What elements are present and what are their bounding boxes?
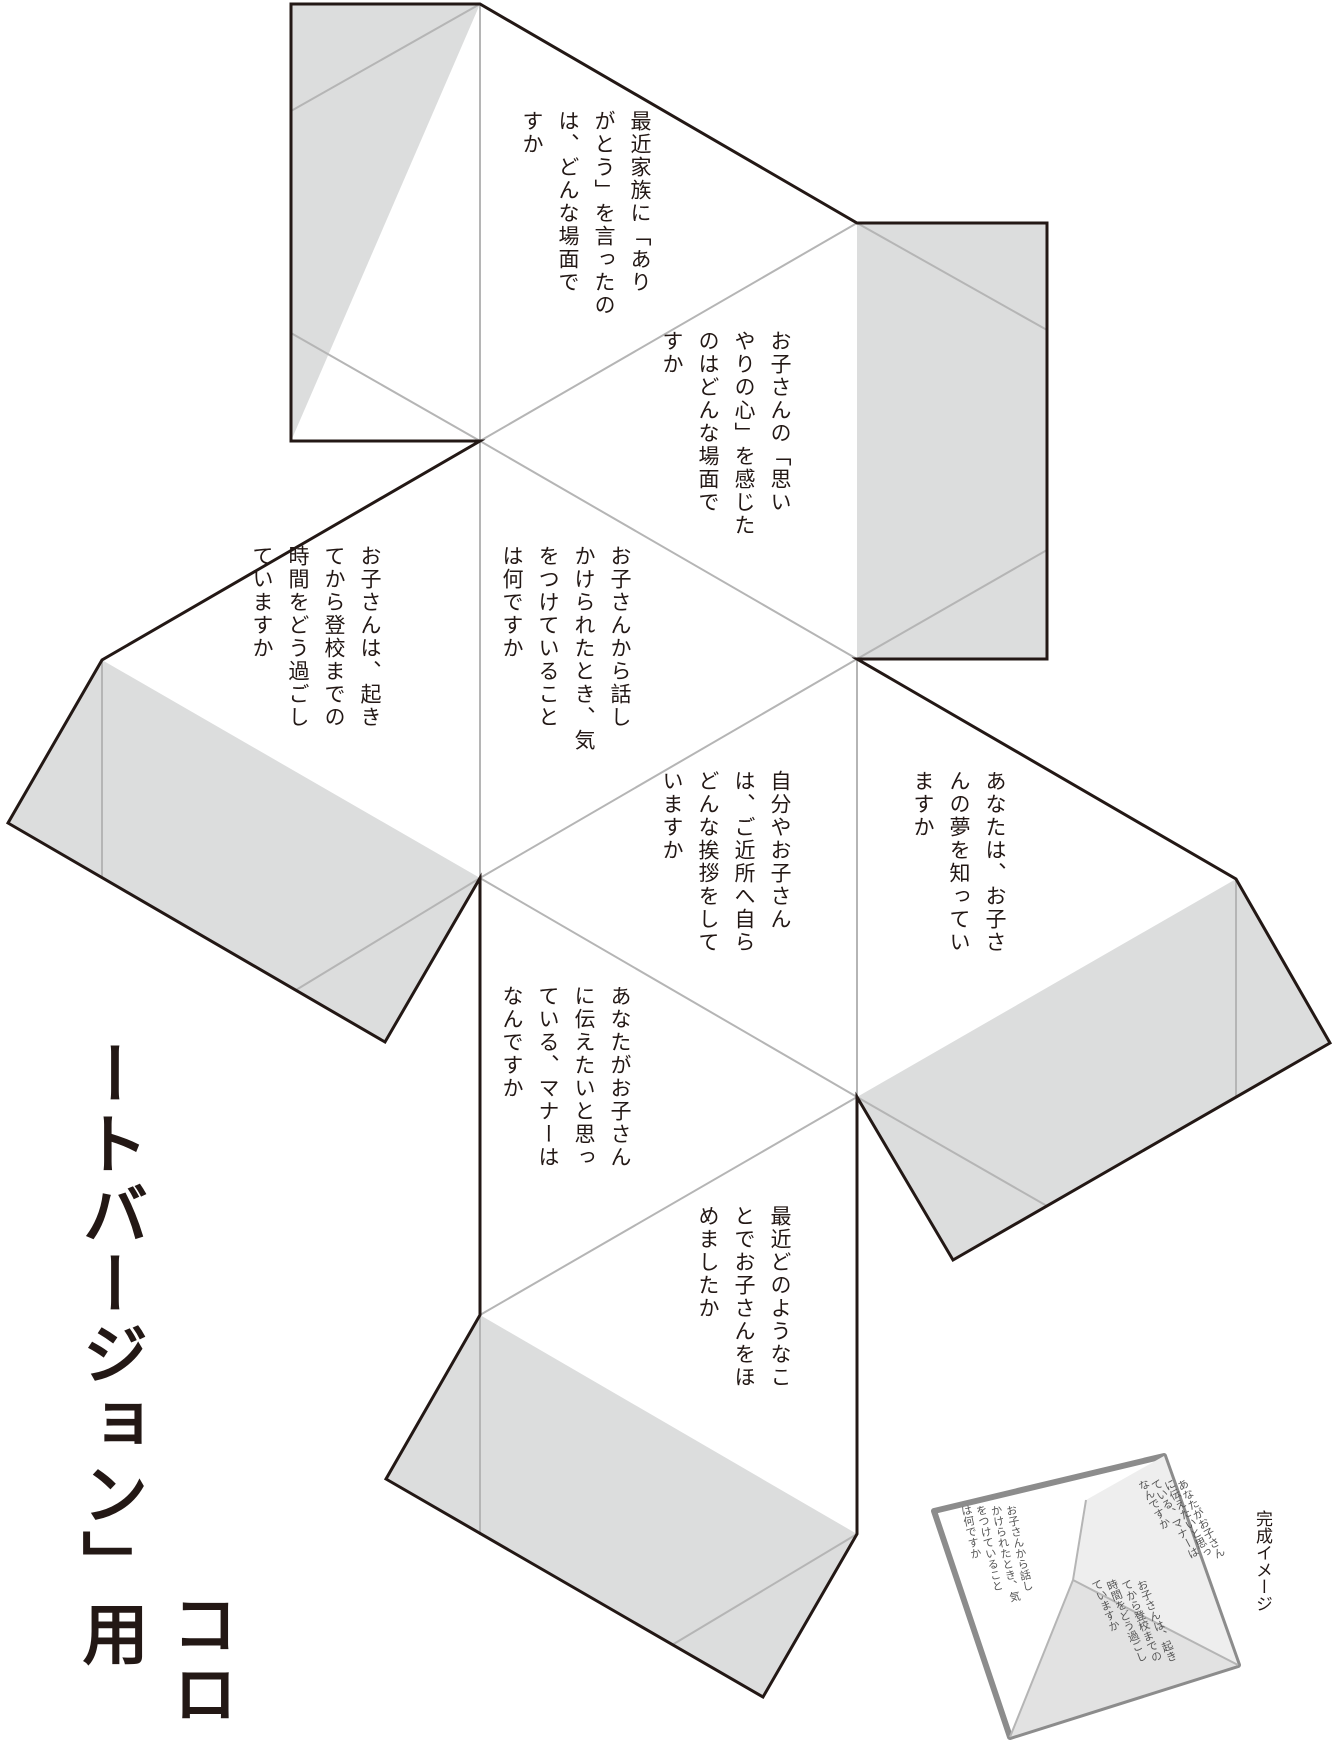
- cut-outline: [5, 2, 1333, 1700]
- face-question-1-line-3: は、どんな場面で: [556, 110, 580, 294]
- title-line1: ートバージョン」用: [72, 1040, 149, 1670]
- face-question-3-line-1: お子さんから話し: [608, 545, 632, 729]
- face-question-5-line-2: んの夢を知ってい: [947, 770, 971, 954]
- preview-caption: 完成イメージ: [1252, 1510, 1273, 1612]
- fold-lines: [101, 3, 1237, 1646]
- face-question-2-line-1: お子さんの「思い: [768, 330, 792, 514]
- flap-bottom-left: [386, 1315, 857, 1697]
- face-question-2-line-4: すか: [660, 330, 684, 376]
- face-question-1-line-4: すか: [520, 110, 544, 156]
- face-question-3-line-2: かけられたとき、気: [572, 545, 596, 752]
- face-question-2-line-2: やりの心」を感じた: [732, 330, 756, 537]
- face-question-6-line-1: 自分やお子さん: [768, 770, 792, 931]
- face-question-8-line-1: 最近どのようなこ: [768, 1205, 792, 1389]
- face-question-5-line-1: あなたは、お子さ: [983, 770, 1007, 954]
- face-question-3-line-4: は何ですか: [500, 545, 524, 660]
- preview-face-shade-2: [1010, 1580, 1238, 1737]
- face-question-8-line-3: めましたか: [696, 1205, 720, 1320]
- face-question-4-line-3: 時間をどう過ごし: [286, 545, 310, 729]
- face-question-1-line-1: 最近家族に「あり: [628, 110, 652, 294]
- face-question-4-line-4: ていますか: [250, 545, 274, 660]
- face-question-4-line-2: てから登校までの: [322, 545, 346, 729]
- face-question-6-line-2: は、ご近所へ自ら: [732, 770, 756, 954]
- face-question-7-line-1: あなたがお子さん: [608, 985, 632, 1169]
- face-question-6-line-3: どんな挨拶をして: [696, 770, 720, 954]
- face-question-3-line-3: をつけていること: [536, 545, 560, 729]
- title: ートバージョン」用 コロ: [72, 1040, 239, 1730]
- face-question-1-line-2: がとう」を言ったの: [592, 110, 616, 317]
- flap-top-left: [291, 4, 480, 441]
- face-question-4-line-1: お子さんは、起き: [358, 545, 382, 729]
- face-question-7-line-2: に伝えたいと思っ: [572, 985, 596, 1169]
- preview-face-shade: [1073, 1456, 1238, 1665]
- preview-image: お子さんから話しかけられたとき、気をつけていることは何ですかお子さんは、起きてか…: [931, 1453, 1273, 1740]
- face-question-2-line-3: のはどんな場面で: [696, 330, 720, 514]
- face-questions: 最近家族に「ありがとう」を言ったのは、どんな場面ですかお子さんの「思いやりの心」…: [250, 110, 1007, 1389]
- face-question-7-line-3: ている、マナーは: [536, 985, 560, 1169]
- flap-left: [8, 660, 480, 1042]
- face-question-8-line-2: とでお子さんをほ: [732, 1205, 756, 1389]
- face-question-7-line-4: なんですか: [500, 985, 524, 1100]
- title-line2: コロ: [162, 1590, 239, 1730]
- face-question-6-line-4: いますか: [660, 770, 684, 862]
- flap-right-top: [857, 223, 1047, 659]
- flap-right-bottom: [857, 879, 1330, 1260]
- glue-flaps: [8, 4, 1330, 1697]
- face-question-5-line-3: ますか: [911, 770, 935, 839]
